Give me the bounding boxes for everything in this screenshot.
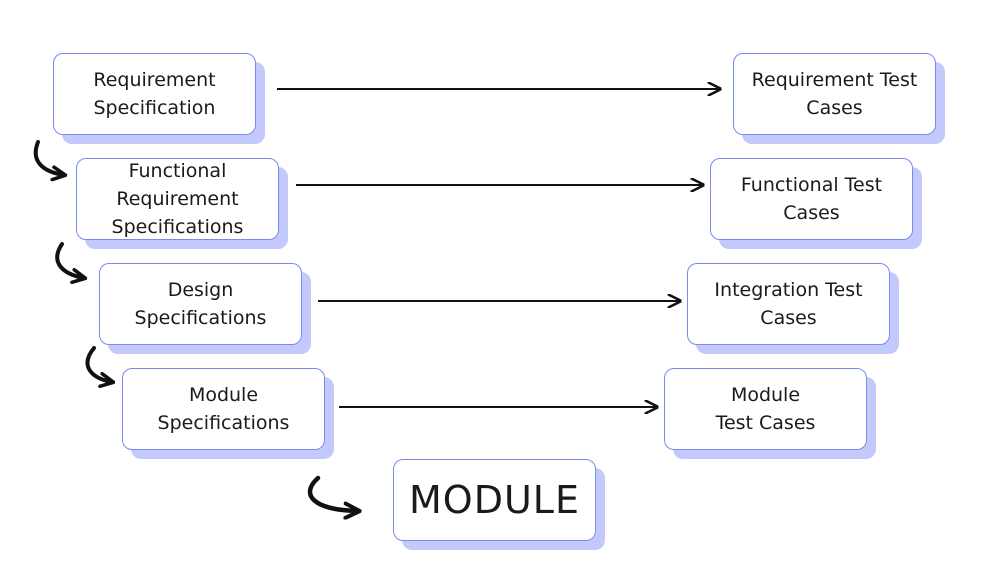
requirement-test-cases-box: Requirement Test Cases	[733, 53, 936, 135]
design-specifications-box: Design Specifications	[99, 263, 302, 345]
curved-arrow-3	[85, 346, 112, 382]
curved-arrow-2	[55, 242, 84, 278]
functional-requirement-specifications-box: Functional Requirement Specifications	[76, 158, 279, 240]
curved-arrow-4	[307, 475, 358, 511]
module-specifications-box: Module Specifications	[122, 368, 325, 450]
requirement-specification-box: Requirement Specification	[53, 53, 256, 135]
functional-test-cases-box: Functional Test Cases	[710, 158, 913, 240]
curved-arrow-1	[33, 140, 64, 175]
module-test-cases-box: Module Test Cases	[664, 368, 867, 450]
module-box: MODULE	[393, 459, 596, 541]
integration-test-cases-box: Integration Test Cases	[687, 263, 890, 345]
